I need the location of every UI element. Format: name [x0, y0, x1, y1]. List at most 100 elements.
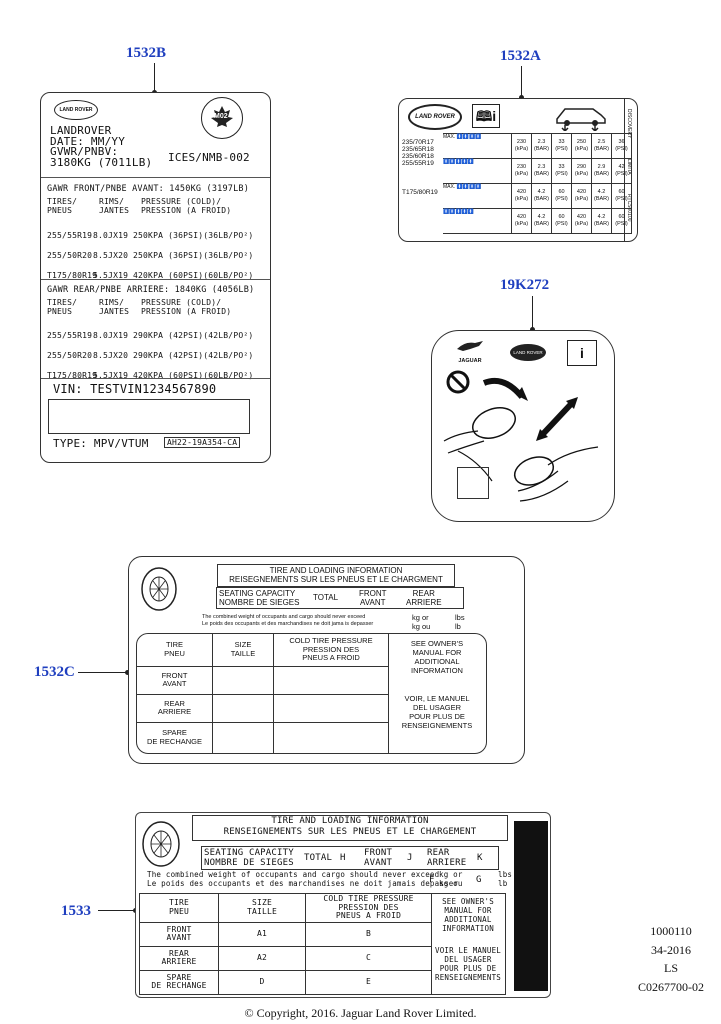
pressure-cell: 2.3(BAR): [531, 158, 552, 184]
pressure-value: E: [305, 969, 432, 994]
manual-info-icon: i: [567, 340, 597, 366]
max-label: MAX.: [443, 134, 456, 140]
black-strip: [514, 821, 548, 991]
pressure-table-1533: TIRE PNEU SIZE TAILLE COLD TIRE PRESSURE…: [139, 893, 506, 995]
pressure-cell: 250(kPa): [571, 133, 592, 159]
vehicle-info: LANDROVER DATE: MM/YY GVWR/PNBV: 3180KG …: [50, 125, 152, 168]
pressure-cell: 420(kPa): [511, 208, 532, 234]
row-front: FRONT AVANT: [137, 665, 213, 695]
size-value: A1: [218, 921, 306, 947]
rear-header-pressure: PRESSURE (COLD)/ PRESSION (A FROID): [141, 298, 232, 316]
pressure-grid: MAX. 🚹🚹🚹🚹230(kPa)2.3(BAR)33(PSI)250(kPa)…: [443, 133, 632, 234]
pressure-cell: 420(kPa): [511, 183, 532, 209]
combined-weight-en: The combined weight of occupants and car…: [202, 614, 366, 620]
prohibited-icon: [446, 370, 470, 399]
combined-weight: The combined weight of occupants and car…: [202, 614, 373, 628]
tire-size: T175/80R19: [402, 189, 438, 196]
label-1532b: LAND ROVER M02 LANDROVER DATE: MM/YY GVW…: [40, 92, 271, 463]
occupants-icon: MAX. 🚹🚹🚹🚹: [443, 183, 512, 209]
leader-line: [78, 672, 128, 673]
seating-total-value: H: [340, 853, 346, 863]
pressure-cell: 33(PSI): [551, 133, 572, 159]
seal-text: M02: [214, 113, 228, 120]
tire-size: 235/70R17: [402, 139, 434, 146]
col-size: SIZE TAILLE: [212, 634, 274, 667]
info-title-fr: RENSEIGNEMENTS SUR LES PNEUS ET LE CHARG…: [223, 827, 477, 837]
leader-line: [521, 66, 522, 98]
pressure-cell: 2.9(BAR): [591, 158, 612, 184]
combined-weight: The combined weight of occupants and car…: [147, 870, 459, 888]
pressure-table-1532c: TIRE PNEU SIZE TAILLE COLD TIRE PRESSURE…: [136, 633, 487, 754]
see-owners-manual: SEE OWNER'S MANUAL FOR ADDITIONAL INFORM…: [442, 897, 494, 933]
tire-icon: [140, 566, 178, 617]
tire-sizes-group-a: 235/70R17 235/65R18 235/60R18 255/55R19: [402, 139, 434, 167]
pressure-cell: 420(kPa): [571, 208, 592, 234]
pressure-cell: 4.2(BAR): [591, 183, 612, 209]
pressure-cell: 4.2(BAR): [531, 183, 552, 209]
valve-illustration-icon: [438, 361, 608, 526]
callout-1532b: 1532B: [126, 45, 167, 61]
info-title-box: TIRE AND LOADING INFORMATION RENSEIGNEME…: [192, 815, 508, 841]
front-axle-title: GAWR FRONT/PNBE AVANT: 1450KG (3197LB): [47, 184, 250, 194]
ref-number: 1000110: [650, 924, 692, 938]
tire-size: 235/60R18: [402, 153, 434, 160]
tire-size: 255/55R19: [402, 160, 434, 167]
row-spare: SPARE DE RECHANGE: [140, 969, 219, 994]
front-header-tires: TIRES/ PNEUS: [47, 197, 78, 215]
size-value: A2: [218, 945, 306, 971]
tire-icon: [141, 820, 181, 873]
grid-row: MAX. 🚹🚹🚹🚹420(kPa)4.2(BAR)60(PSI)420(kPa)…: [443, 183, 632, 209]
jaguar-text: JAGUAR: [458, 358, 482, 364]
col-size: SIZE TAILLE: [218, 894, 306, 923]
pressure-cell: 230(kPa): [511, 133, 532, 159]
callout-1533: 1533: [61, 903, 91, 919]
callout-1532a: 1532A: [500, 48, 541, 64]
col-cold-pressure: COLD TIRE PRESSURE PRESSION DES PNEUS A …: [273, 634, 389, 667]
maple-leaf-seal-icon: M02: [201, 97, 243, 139]
voir-manuel: VOIR LE MANUEL DEL USAGER POUR PLUS DE R…: [434, 946, 501, 982]
leader-dot: [125, 670, 130, 675]
max-label: MAX.: [443, 184, 456, 190]
label-19k272: JAGUAR LAND ROVER i: [431, 330, 615, 522]
occupants-icon: 🚹🚹🚹🚹🚹: [443, 158, 512, 184]
leader-line: [532, 296, 533, 330]
pressure-cell: 2.5(BAR): [591, 133, 612, 159]
info-title: TIRE AND LOADING INFORMATION: [269, 566, 403, 575]
col-tire: TIRE PNEU: [137, 634, 213, 667]
leader-dot: [519, 95, 524, 100]
copyright: © Copyright, 2016. Jaguar Land Rover Lim…: [244, 1006, 477, 1020]
pressure-cell: 60(PSI): [611, 208, 632, 234]
combined-weight-en: The combined weight of occupants and car…: [147, 870, 440, 879]
pressure-value: B: [305, 921, 432, 947]
pressure-cell: 60(PSI): [611, 183, 632, 209]
callout-19k272: 19K272: [500, 277, 550, 293]
pressure-cell: 36(PSI): [611, 133, 632, 159]
divider: [41, 378, 270, 379]
row-rear: REAR ARRIERE: [140, 945, 219, 971]
side-label-discovery: DISCOVERY: [626, 109, 632, 139]
pressure-value: C: [305, 945, 432, 971]
ref-code: LS: [663, 961, 678, 975]
seating-front-value: J: [407, 853, 413, 863]
weight-value-g: G: [476, 875, 482, 885]
pressure-cell: 33(PSI): [551, 158, 572, 184]
combined-weight-fr: Le poids des occupants et des marchandis…: [147, 878, 459, 888]
ref-date: 34-2016: [651, 942, 691, 957]
pressure-cell: 2.3(BAR): [531, 133, 552, 159]
seating-total: TOTAL: [304, 853, 333, 863]
type-text: TYPE: MPV/VTUM: [53, 437, 149, 450]
pressure-cell: 42(PSI): [611, 158, 632, 184]
pressure-cell: 230(kPa): [511, 158, 532, 184]
grid-row: 🚹🚹🚹🚹🚹420(kPa)4.2(BAR)60(PSI)420(kPa)4.2(…: [443, 208, 632, 234]
ref-drawing: C0267700-02: [638, 979, 704, 994]
